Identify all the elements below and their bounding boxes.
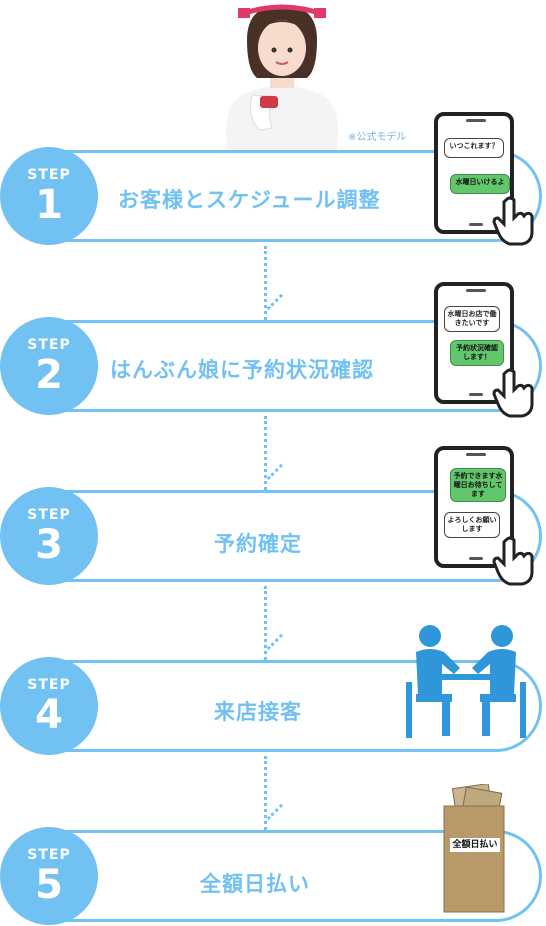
envelope-label: 全額日払い — [450, 838, 500, 852]
chat-bubble: よろしくお願いします — [444, 512, 500, 538]
step-2-badge: STEP 2 — [0, 317, 98, 415]
model-photo — [212, 0, 352, 150]
step-connector — [264, 416, 267, 490]
step-connector-arrow — [266, 803, 286, 823]
step-2-title: はんぶん娘に予約状況確認 — [110, 358, 374, 382]
step-3-number: 3 — [35, 522, 63, 568]
step-connector-arrow — [266, 633, 286, 653]
step-5-label: STEP — [27, 847, 71, 863]
hand-pointer-icon — [492, 368, 538, 418]
envelope-icon: 全額日払い — [440, 783, 510, 914]
step-1-phone: いつこれます？ 水曜日いけるよ — [434, 112, 514, 234]
people-meeting-icon — [402, 622, 530, 740]
chat-bubble: 予約できます水曜日お待ちしてます — [450, 468, 506, 502]
step-4-number: 4 — [35, 692, 63, 738]
step-4-badge: STEP 4 — [0, 657, 98, 755]
step-connector — [264, 586, 267, 660]
step-4-title: 来店接客 — [214, 700, 302, 724]
step-5-title: 全額日払い — [200, 872, 310, 896]
step-2-phone: 水曜日お店で働きたいです 予約状況確認します！ — [434, 282, 514, 404]
step-connector — [264, 246, 267, 320]
hand-pointer-icon — [492, 536, 538, 586]
step-3-badge: STEP 3 — [0, 487, 98, 585]
step-2-number: 2 — [35, 352, 63, 398]
step-3-title: 予約確定 — [214, 532, 302, 556]
chat-bubble: 予約状況確認します！ — [450, 340, 504, 366]
step-3-phone: 予約できます水曜日お待ちしてます よろしくお願いします — [434, 446, 514, 568]
chat-bubble: 水曜日いけるよ — [450, 174, 510, 194]
step-2-label: STEP — [27, 337, 71, 353]
step-3-label: STEP — [27, 507, 71, 523]
step-1-number: 1 — [35, 182, 63, 228]
chat-bubble: いつこれます？ — [444, 138, 504, 158]
step-1-label: STEP — [27, 167, 71, 183]
step-4-label: STEP — [27, 677, 71, 693]
step-connector-arrow — [266, 293, 286, 313]
step-1-badge: STEP 1 — [0, 147, 98, 245]
step-5-number: 5 — [35, 862, 63, 908]
step-5-badge: STEP 5 — [0, 827, 98, 925]
step-connector-arrow — [266, 463, 286, 483]
step-connector — [264, 756, 267, 830]
model-caption: ※公式モデル — [348, 132, 407, 143]
step-1-title: お客様とスケジュール調整 — [118, 188, 381, 212]
hand-pointer-icon — [492, 196, 538, 246]
chat-bubble: 水曜日お店で働きたいです — [444, 306, 500, 332]
